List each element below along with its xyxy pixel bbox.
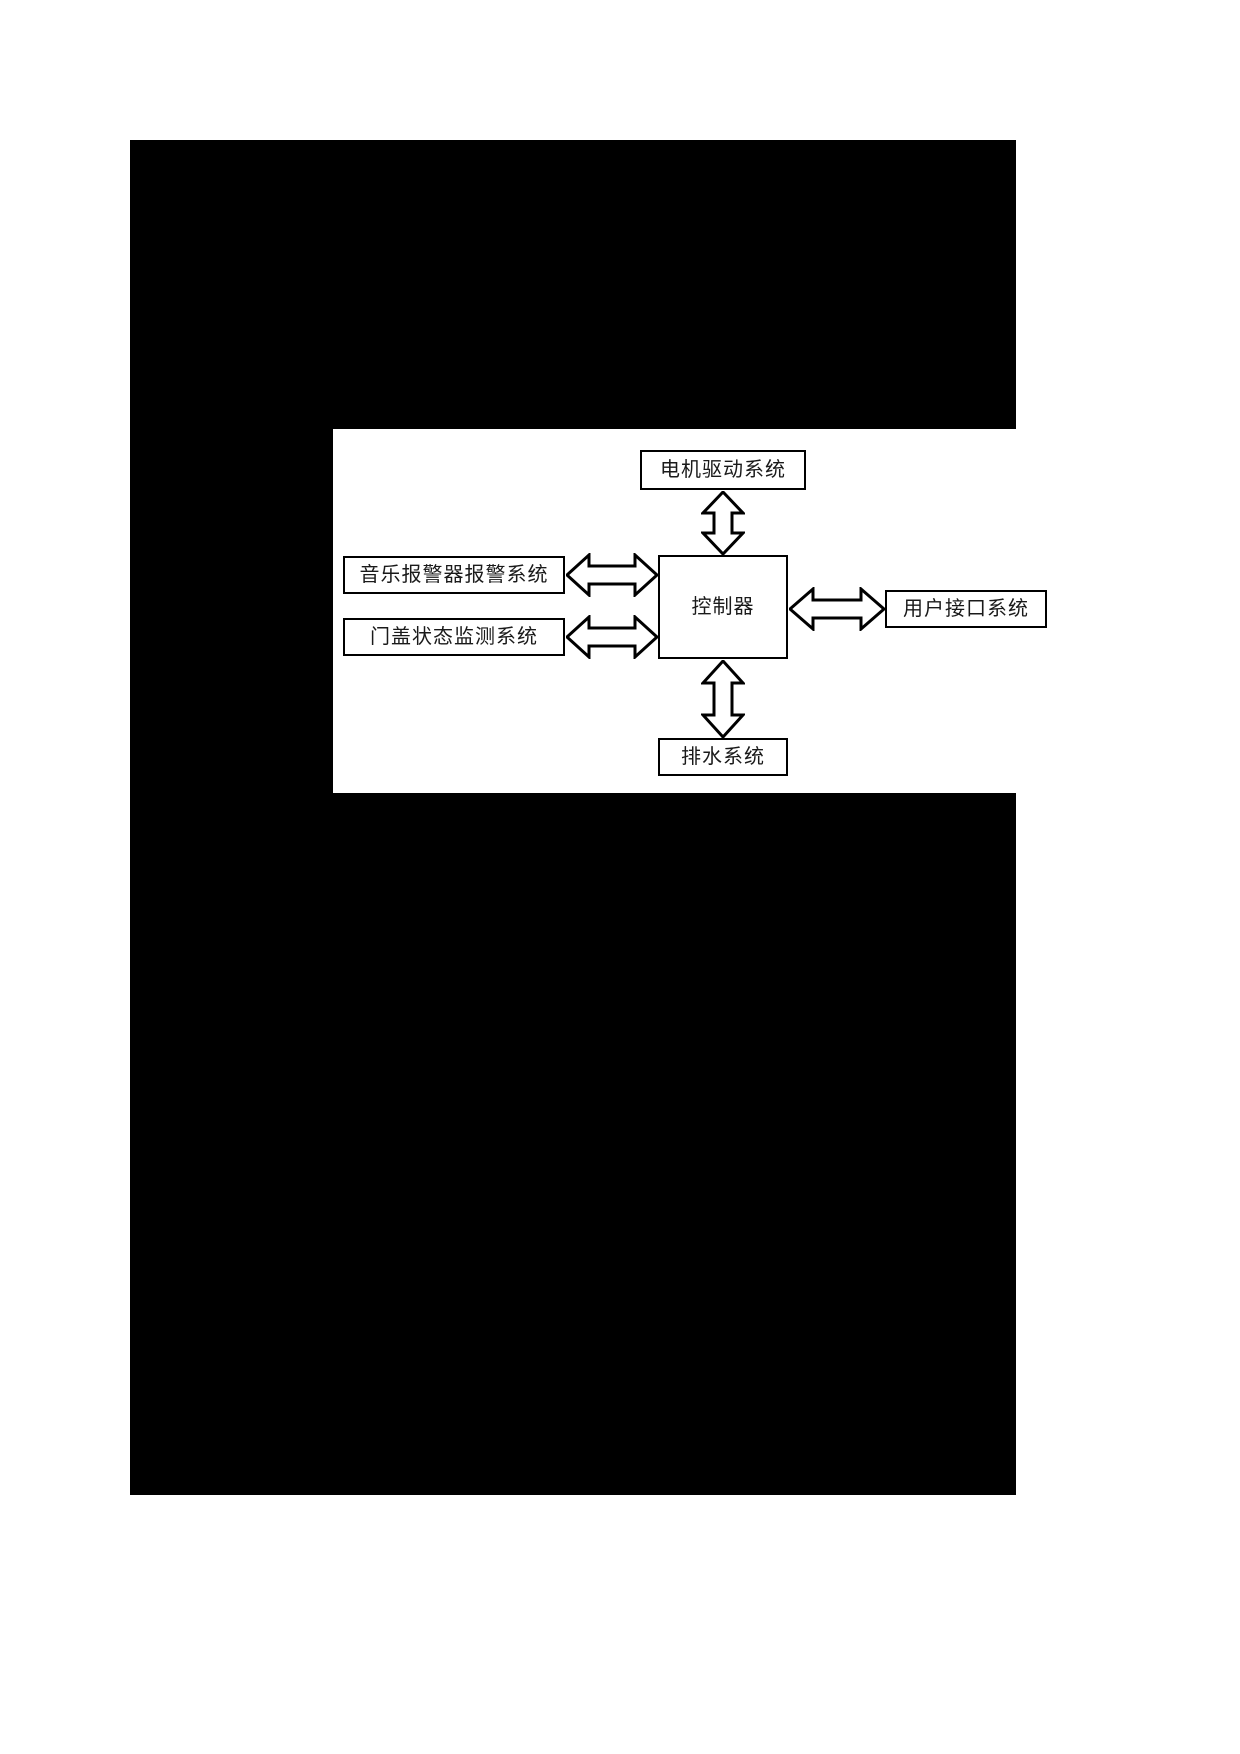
node-label: 用户接口系统 xyxy=(903,598,1029,620)
node-lid-status-monitoring-system[interactable]: 门盖状态监测系统 xyxy=(343,618,565,656)
double-arrow-icon-lid-controller xyxy=(566,615,658,659)
node-label: 电机驱动系统 xyxy=(660,459,786,481)
node-music-alarm-system[interactable]: 音乐报警器报警系统 xyxy=(343,556,565,594)
double-arrow-icon-controller-motor xyxy=(701,491,745,555)
double-arrow-icon-controller-drain xyxy=(701,660,745,738)
block-diagram-panel: 电机驱动系统 音乐报警器报警系统 门盖状态监测系统 控制器 用户接口系统 排水系… xyxy=(333,429,1061,793)
node-user-interface-system[interactable]: 用户接口系统 xyxy=(885,590,1047,628)
node-motor-drive-system[interactable]: 电机驱动系统 xyxy=(640,450,806,490)
node-label: 音乐报警器报警系统 xyxy=(359,564,549,586)
double-arrow-icon-controller-ui xyxy=(789,587,885,631)
double-arrow-icon-alarm-controller xyxy=(566,553,658,597)
node-label: 门盖状态监测系统 xyxy=(370,626,538,648)
document-sheet: 电机驱动系统 音乐报警器报警系统 门盖状态监测系统 控制器 用户接口系统 排水系… xyxy=(130,140,1061,1495)
node-controller[interactable]: 控制器 xyxy=(658,555,788,659)
node-label: 排水系统 xyxy=(681,746,765,768)
node-label: 控制器 xyxy=(691,596,755,618)
node-drainage-system[interactable]: 排水系统 xyxy=(658,738,788,776)
